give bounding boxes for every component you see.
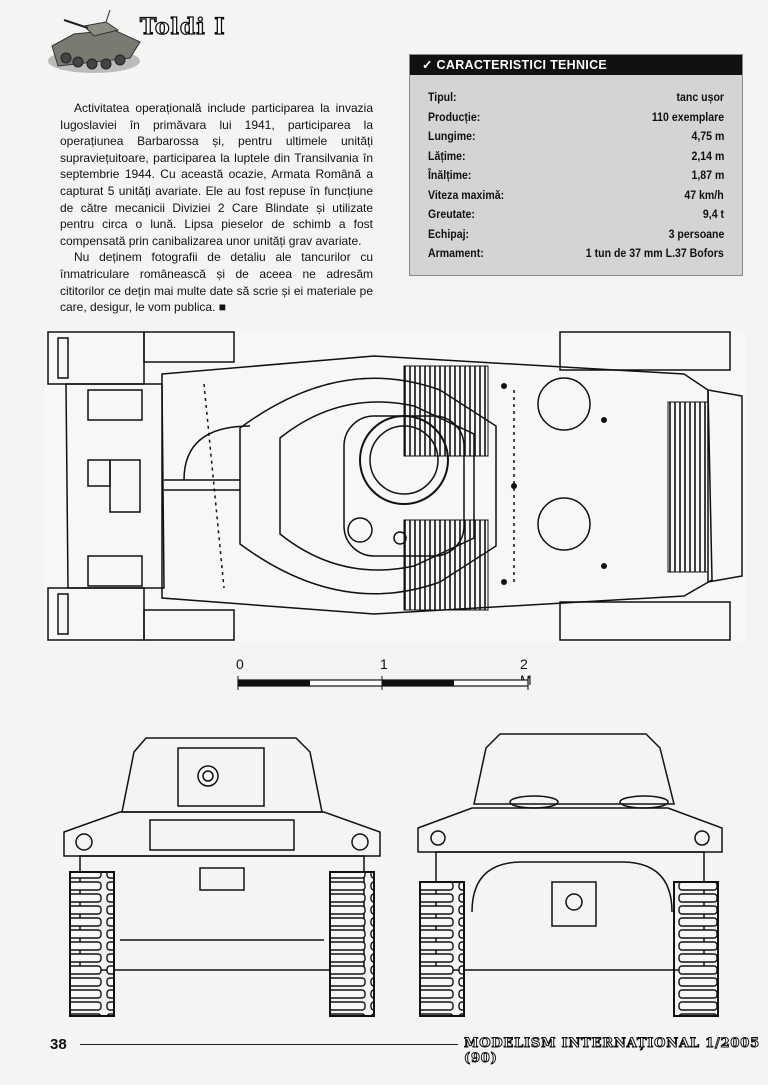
spec-row: Înălțime: 1,87 m xyxy=(410,168,742,188)
spec-value: 1,87 m xyxy=(691,168,724,182)
tank-top-view-drawing xyxy=(44,330,746,642)
spec-label: Lungime: xyxy=(428,129,476,143)
intro-paragraph-1: Activitatea operațională include partici… xyxy=(60,101,373,248)
spec-value: 1 tun de 37 mm L.37 Bofors xyxy=(586,246,724,260)
spec-value: 47 km/h xyxy=(684,187,724,202)
spec-label: Înălțime: xyxy=(428,168,472,182)
tech-specs-box: ✓ CARACTERISTICI TEHNICE Tipul: tanc ușor… xyxy=(409,54,743,276)
scale-bar xyxy=(237,676,529,690)
spec-value: 3 persoane xyxy=(668,226,724,241)
intro-text: Activitatea operațională include partici… xyxy=(60,100,373,316)
scale-label-1: 1 xyxy=(380,656,388,672)
page-number: 38 xyxy=(50,1036,67,1053)
spec-value: tanc ușor xyxy=(676,90,724,104)
spec-label: Armament: xyxy=(428,246,484,260)
spec-value: 9,4 t xyxy=(702,207,724,221)
spec-row: Lățime: 2,14 m xyxy=(410,149,742,169)
spec-row: Viteza maximă: 47 km/h xyxy=(410,188,742,208)
spec-label: Viteza maximă: xyxy=(428,187,505,202)
spec-label: Lățime: xyxy=(428,148,466,163)
spec-label: Greutate: xyxy=(428,207,475,221)
spec-value: 110 exemplare xyxy=(651,109,724,124)
scale-label-0: 0 xyxy=(236,656,244,672)
tank-photo xyxy=(48,9,141,73)
spec-row: Greutate: 9,4 t xyxy=(410,207,742,227)
specs-heading: ✓ CARACTERISTICI TEHNICE xyxy=(410,55,742,75)
spec-value: 2,14 m xyxy=(691,148,724,163)
footer-divider xyxy=(80,1044,458,1045)
spec-value: 4,75 m xyxy=(691,129,724,143)
spec-label: Producție: xyxy=(428,109,481,124)
intro-paragraph-2: Nu deținem fotografii de detaliu ale tan… xyxy=(60,250,373,315)
tank-rear-view-drawing xyxy=(417,733,723,1017)
spec-row: Echipaj: 3 persoane xyxy=(410,227,742,247)
spec-row: Tipul: tanc ușor xyxy=(410,90,742,110)
spec-label: Tipul: xyxy=(428,90,457,104)
page-title: Toldi I xyxy=(139,13,226,40)
magazine-footer: MODELISM INTERNAȚIONAL 1/2005 (90) xyxy=(464,1036,760,1067)
spec-row: Armament: 1 tun de 37 mm L.37 Bofors xyxy=(410,246,742,266)
spec-row: Producție: 110 exemplare xyxy=(410,110,742,130)
tank-front-view-drawing xyxy=(63,737,381,1017)
spec-label: Echipaj: xyxy=(428,226,470,241)
spec-row: Lungime: 4,75 m xyxy=(410,129,742,149)
